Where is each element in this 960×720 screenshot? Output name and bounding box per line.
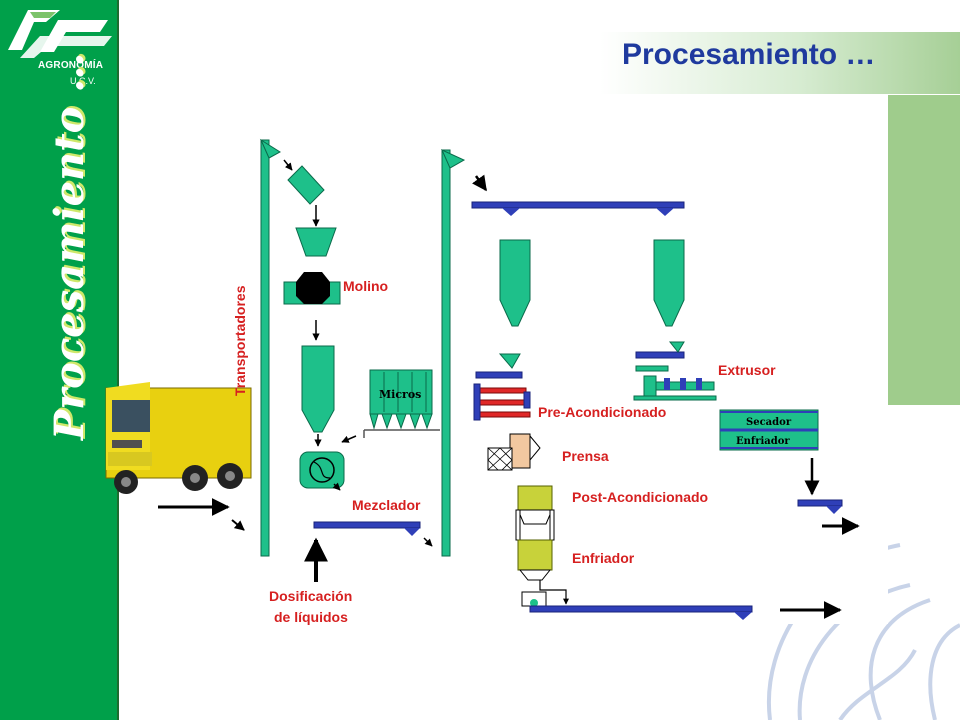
input-arrow-small <box>231 519 245 531</box>
label-dosificacion-line2: de líquidos <box>274 609 348 625</box>
pellet-silo <box>499 239 531 327</box>
distribution-conveyor <box>471 201 685 209</box>
bucket-elevator-1 <box>260 139 270 557</box>
extruded-product-conveyor <box>797 499 843 507</box>
feeder <box>287 165 325 205</box>
label-micros: Micros <box>379 388 422 401</box>
label-transportadores: Transportadores <box>232 285 248 396</box>
label-prensa: Prensa <box>562 448 609 464</box>
brand-name: AGRONOMÍA <box>38 60 104 71</box>
pellet-feeder <box>475 371 523 379</box>
extruder-silo <box>653 239 685 327</box>
post-conditioner <box>517 485 553 511</box>
decorative-band <box>888 95 960 405</box>
mixer <box>299 451 345 489</box>
label-enfriador: Enfriador <box>572 550 635 566</box>
label-molino: Molino <box>343 278 389 294</box>
label-dosificacion-line1: Dosificación <box>269 588 353 604</box>
extruder-feeder <box>635 351 685 359</box>
storage-bin <box>301 345 335 433</box>
mill-hopper <box>295 227 337 257</box>
truck-image <box>105 382 252 494</box>
mill <box>296 272 330 304</box>
label-post-acondicionado: Post-Acondicionado <box>572 489 709 505</box>
sidebar: AGRONOMÍA U.C.V. Procesamiento … <box>0 0 119 720</box>
finished-product-conveyor <box>529 605 753 613</box>
extruder-conditioner <box>643 375 657 397</box>
label-secador: Secador <box>746 417 792 428</box>
pellet-cooler <box>517 539 553 571</box>
micros-bins <box>369 369 433 415</box>
label-mezclador: Mezclador <box>352 497 421 513</box>
bucket-elevator-2 <box>441 149 451 557</box>
label-enfriador-box: Enfriador <box>736 436 790 447</box>
pellet-press <box>509 433 531 469</box>
mixer-conveyor <box>313 521 421 529</box>
label-extrusor: Extrusor <box>718 362 776 378</box>
label-pre-acondicionado: Pre-Acondicionado <box>538 404 667 420</box>
agronomia-logo <box>8 10 112 58</box>
page-title: Procesamiento … <box>622 38 876 71</box>
title-band <box>600 32 960 94</box>
brand-subtitle: U.C.V. <box>70 76 96 86</box>
conditioner <box>477 387 527 394</box>
